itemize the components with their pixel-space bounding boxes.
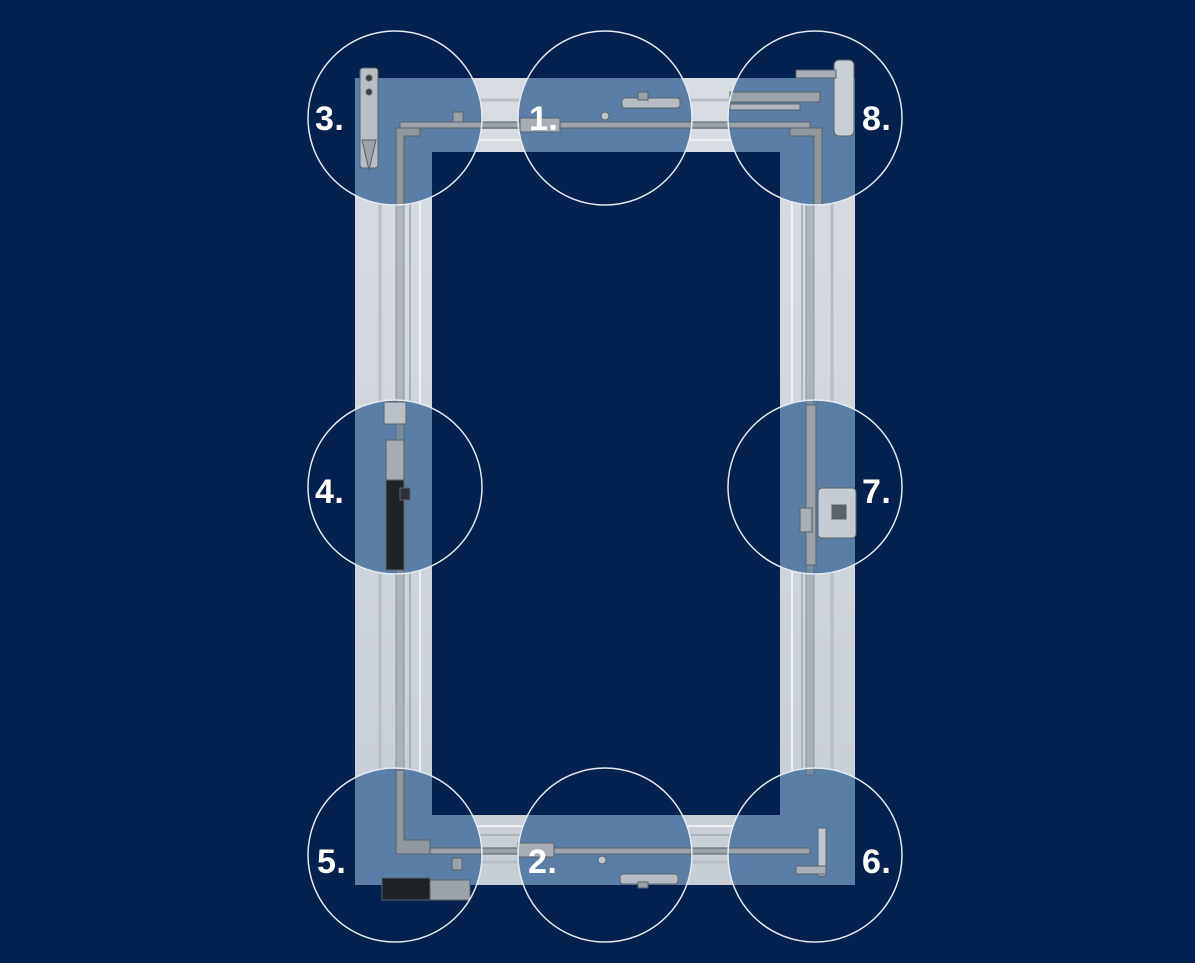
callout-label-8: 8. [862,100,892,138]
callout-label-1: 1. [529,100,559,138]
callout-label-5: 5. [317,843,347,881]
callout-label-2: 2. [528,843,558,881]
callout-label-6: 6. [862,843,892,881]
hardware-parts [359,59,857,901]
callout-circle-2 [517,767,693,943]
callout-label-7: 7. [862,473,892,511]
callout-circle-7 [727,399,903,575]
zoom-highlights [355,78,855,885]
callout-label-4: 4. [315,473,345,511]
callout-circle-5 [307,767,483,943]
callout-circle-4 [307,399,483,575]
callout-circle-1 [517,30,693,206]
callout-circle-8 [727,30,903,206]
callout-circle-3 [307,30,483,206]
callout-circles [307,30,903,943]
callout-label-3: 3. [315,100,345,138]
callout-circle-6 [727,767,903,943]
